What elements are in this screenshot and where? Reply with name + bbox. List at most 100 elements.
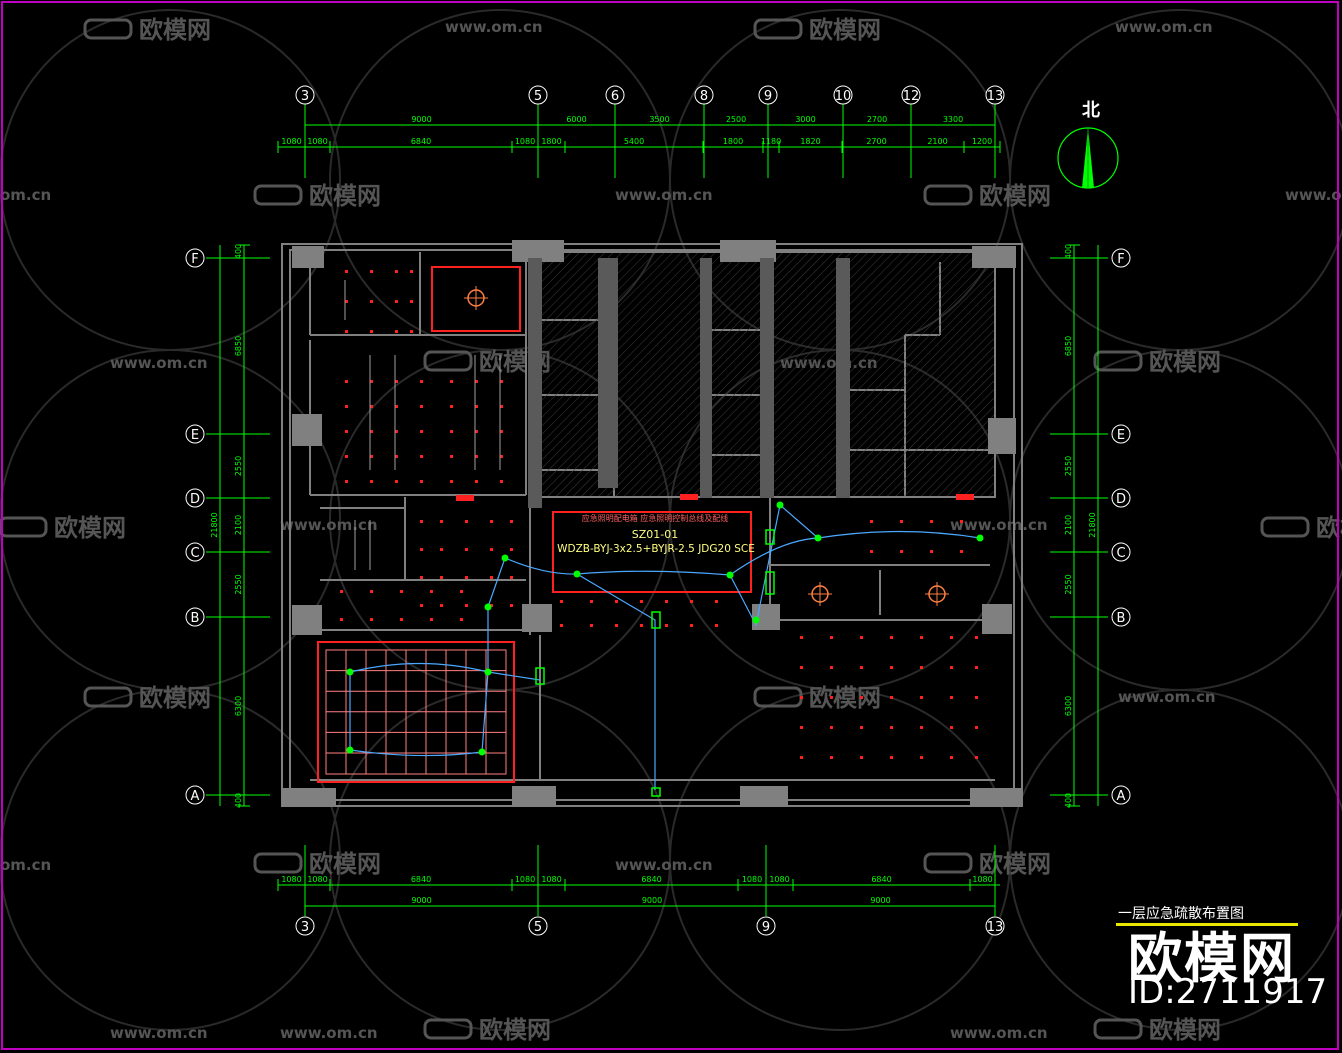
light-fixture — [500, 480, 503, 483]
light-fixture — [490, 604, 493, 607]
watermark-circle — [669, 689, 1011, 1031]
light-fixture — [800, 696, 803, 699]
inner-wall — [289, 249, 1015, 801]
dim-text: 6850 — [1064, 336, 1073, 356]
dim-text: 1080 — [769, 875, 789, 884]
sofa-icon — [923, 852, 973, 874]
light-fixture — [800, 636, 803, 639]
watermark-brand-logo: 欧模网 — [1128, 927, 1296, 990]
light-fixture — [345, 300, 348, 303]
emergency-light — [814, 534, 822, 542]
axis-bubble-right-label: A — [1117, 789, 1126, 804]
axis-bubble-left — [185, 542, 205, 562]
axis-bubble-left — [185, 488, 205, 508]
light-fixture — [800, 756, 803, 759]
light-fixture — [420, 405, 423, 408]
wall-fill — [528, 258, 542, 508]
axis-bubble-right — [1111, 607, 1131, 627]
light-fixture — [665, 624, 668, 627]
light-fixture — [930, 550, 933, 553]
light-fixture — [510, 548, 513, 551]
light-fixture — [410, 300, 413, 303]
light-fixture — [500, 405, 503, 408]
light-fixture — [440, 548, 443, 551]
light-fixture — [420, 520, 423, 523]
axis-bubble-bottom — [756, 916, 776, 936]
light-fixture — [395, 480, 398, 483]
light-fixture — [510, 604, 513, 607]
light-fixture — [920, 696, 923, 699]
light-fixture — [830, 696, 833, 699]
dim-text: 6840 — [411, 875, 431, 884]
axis-bubble-top — [758, 85, 778, 105]
exit-indicator — [765, 529, 775, 545]
axis-bubble-right — [1111, 542, 1131, 562]
light-fixture — [975, 636, 978, 639]
dim-text: 9000 — [411, 115, 431, 124]
light-fixture — [920, 666, 923, 669]
light-fixture — [370, 270, 373, 273]
dim-text: 1080 — [307, 875, 327, 884]
light-fixture — [860, 756, 863, 759]
light-fixture — [950, 726, 953, 729]
light-fixture — [370, 405, 373, 408]
structural-column — [972, 246, 1016, 268]
watermark-site: www.om.cn — [110, 354, 208, 372]
dim-text: 6000 — [566, 115, 586, 124]
light-fixture — [345, 430, 348, 433]
axis-bubble-left-label: D — [190, 492, 200, 507]
emergency-light — [346, 668, 354, 676]
watermark-brand: 欧模网 — [139, 684, 211, 712]
sofa-icon — [423, 1018, 473, 1040]
light-fixture — [500, 380, 503, 383]
emergency-light-layer — [346, 501, 984, 797]
light-fixture — [890, 756, 893, 759]
watermark-site: www.om.cn — [1118, 688, 1216, 706]
light-fixture — [830, 726, 833, 729]
light-fixture — [950, 756, 953, 759]
light-fixture — [665, 600, 668, 603]
light-fixture — [800, 726, 803, 729]
light-fixture — [460, 590, 463, 593]
exit-sign — [456, 495, 474, 501]
dim-text: 2550 — [1064, 456, 1073, 476]
exit-indicator — [535, 667, 545, 685]
light-fixture — [615, 624, 618, 627]
axis-bubble-left — [185, 248, 205, 268]
watermark-brand: 欧模网 — [979, 182, 1051, 210]
light-fixture — [345, 380, 348, 383]
dim-text: 6840 — [871, 875, 891, 884]
axis-bubble-bottom-label: 13 — [987, 920, 1004, 935]
axis-bubble-bottom-label: 3 — [301, 920, 309, 935]
emergency-circuit — [349, 557, 506, 757]
light-fixture — [975, 726, 978, 729]
light-fixture — [560, 600, 563, 603]
circuit-code: SZ01-01 — [631, 528, 679, 541]
axis-bubble-top — [985, 85, 1005, 105]
watermark-logo: 欧模网 — [753, 16, 881, 44]
watermark-logo: 欧模网 — [83, 684, 211, 712]
light-fixture — [640, 624, 643, 627]
light-fixture — [890, 666, 893, 669]
light-fixture — [960, 550, 963, 553]
sofa-icon — [423, 350, 473, 372]
light-fixture — [920, 756, 923, 759]
dim-text: 400 — [1064, 793, 1073, 808]
light-fixture — [975, 696, 978, 699]
sofa-icon — [253, 184, 303, 206]
light-fixture — [460, 618, 463, 621]
light-fixture — [340, 590, 343, 593]
light-fixture — [465, 604, 468, 607]
light-fixture — [370, 380, 373, 383]
north-arrow — [1057, 127, 1119, 189]
axis-bubble-bottom-label: 9 — [762, 920, 770, 935]
axis-bubble-bottom — [295, 916, 315, 936]
emergency-light — [752, 616, 760, 624]
dim-text: 400 — [1064, 244, 1073, 259]
watermark-site: www.om.cn — [950, 516, 1048, 534]
sofa-icon — [253, 852, 303, 874]
dim-text: 400 — [234, 793, 243, 808]
